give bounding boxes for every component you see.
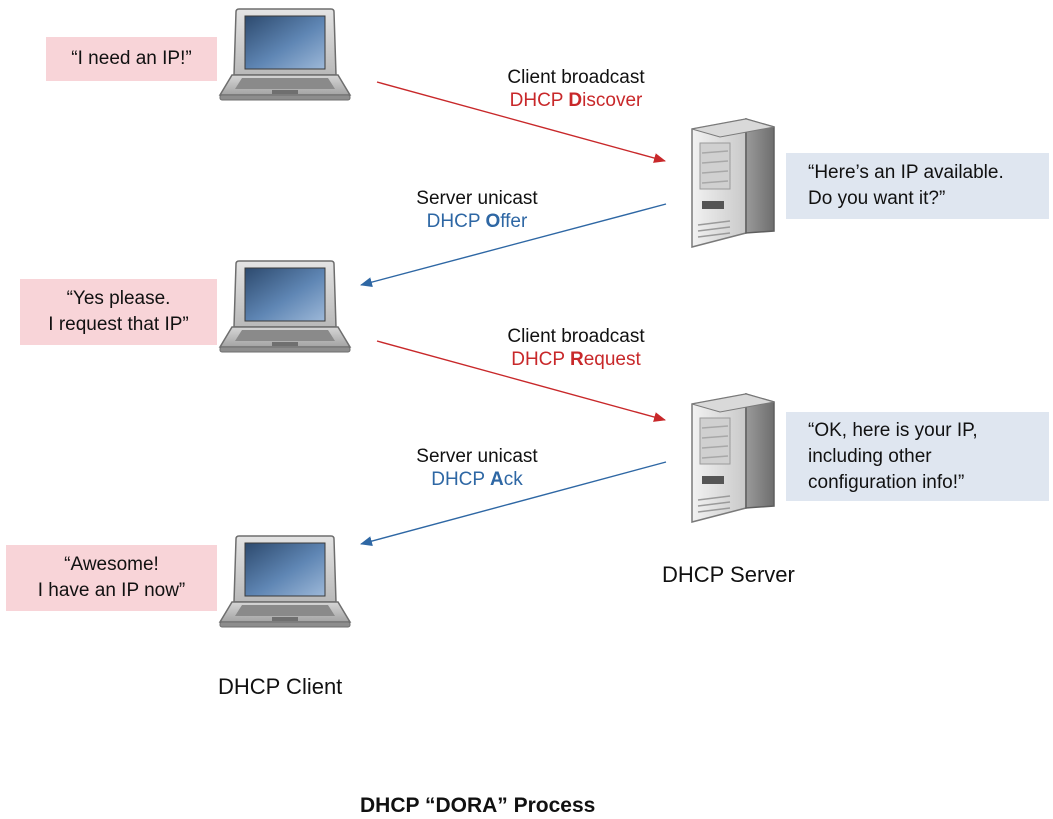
request-mode: Client broadcast: [507, 326, 645, 347]
discover-label: Client broadcast DHCP Discover: [486, 66, 666, 112]
ack-prefix: DHCP: [431, 469, 491, 490]
discover-rest: iscover: [582, 90, 643, 111]
bubble-line: “I need an IP!”: [71, 48, 192, 69]
discover-prefix: DHCP: [509, 90, 569, 111]
server-bubble-1: “Here’s an IP available. Do you want it?…: [786, 153, 1049, 219]
ack-rest: ck: [503, 469, 523, 490]
offer-prefix: DHCP: [426, 211, 486, 232]
laptop-icon: [219, 535, 351, 628]
client-bubble-2: “Yes please. I request that IP”: [20, 279, 217, 345]
ack-label: Server unicast DHCP Ack: [387, 445, 567, 491]
request-label: Client broadcast DHCP Request: [486, 325, 666, 371]
laptop-icon: [219, 260, 351, 353]
request-rest: equest: [583, 349, 641, 370]
offer-letter: O: [485, 211, 501, 232]
bubble-line: including other: [808, 445, 932, 467]
discover-mode: Client broadcast: [507, 67, 645, 88]
server-bubble-2: “OK, here is your IP, including other co…: [786, 412, 1049, 501]
request-letter: R: [570, 349, 584, 370]
bubble-line: “Awesome!: [64, 554, 159, 575]
discover-letter: D: [568, 90, 583, 111]
laptop-icon: [219, 8, 351, 101]
server-tower-icon: [691, 393, 775, 523]
request-prefix: DHCP: [511, 349, 570, 370]
bubble-line: “Here’s an IP available.: [808, 162, 1004, 183]
client-caption: DHCP Client: [218, 674, 343, 699]
bubble-line: “Yes please.: [66, 288, 171, 309]
ack-arrow: [360, 461, 667, 546]
bubble-line: I request that IP”: [48, 314, 189, 335]
request-arrow: [376, 340, 666, 422]
bubble-line: Do you want it?”: [808, 188, 946, 209]
bubble-line: “OK, here is your IP,: [808, 419, 978, 441]
offer-arrow: [360, 203, 667, 288]
discover-arrow: [376, 81, 666, 163]
server-caption: DHCP Server: [662, 562, 795, 587]
ack-letter: A: [490, 469, 504, 490]
bubble-line: configuration info!”: [808, 471, 965, 493]
client-bubble-1: “I need an IP!”: [46, 37, 217, 81]
client-bubble-3: “Awesome! I have an IP now”: [6, 545, 217, 611]
bubble-line: I have an IP now”: [37, 580, 186, 601]
offer-label: Server unicast DHCP Offer: [387, 187, 567, 233]
server-tower-icon: [691, 118, 775, 248]
ack-mode: Server unicast: [416, 446, 538, 467]
offer-mode: Server unicast: [416, 188, 538, 209]
offer-rest: ffer: [500, 211, 528, 232]
diagram-title: DHCP “DORA” Process: [360, 794, 596, 817]
